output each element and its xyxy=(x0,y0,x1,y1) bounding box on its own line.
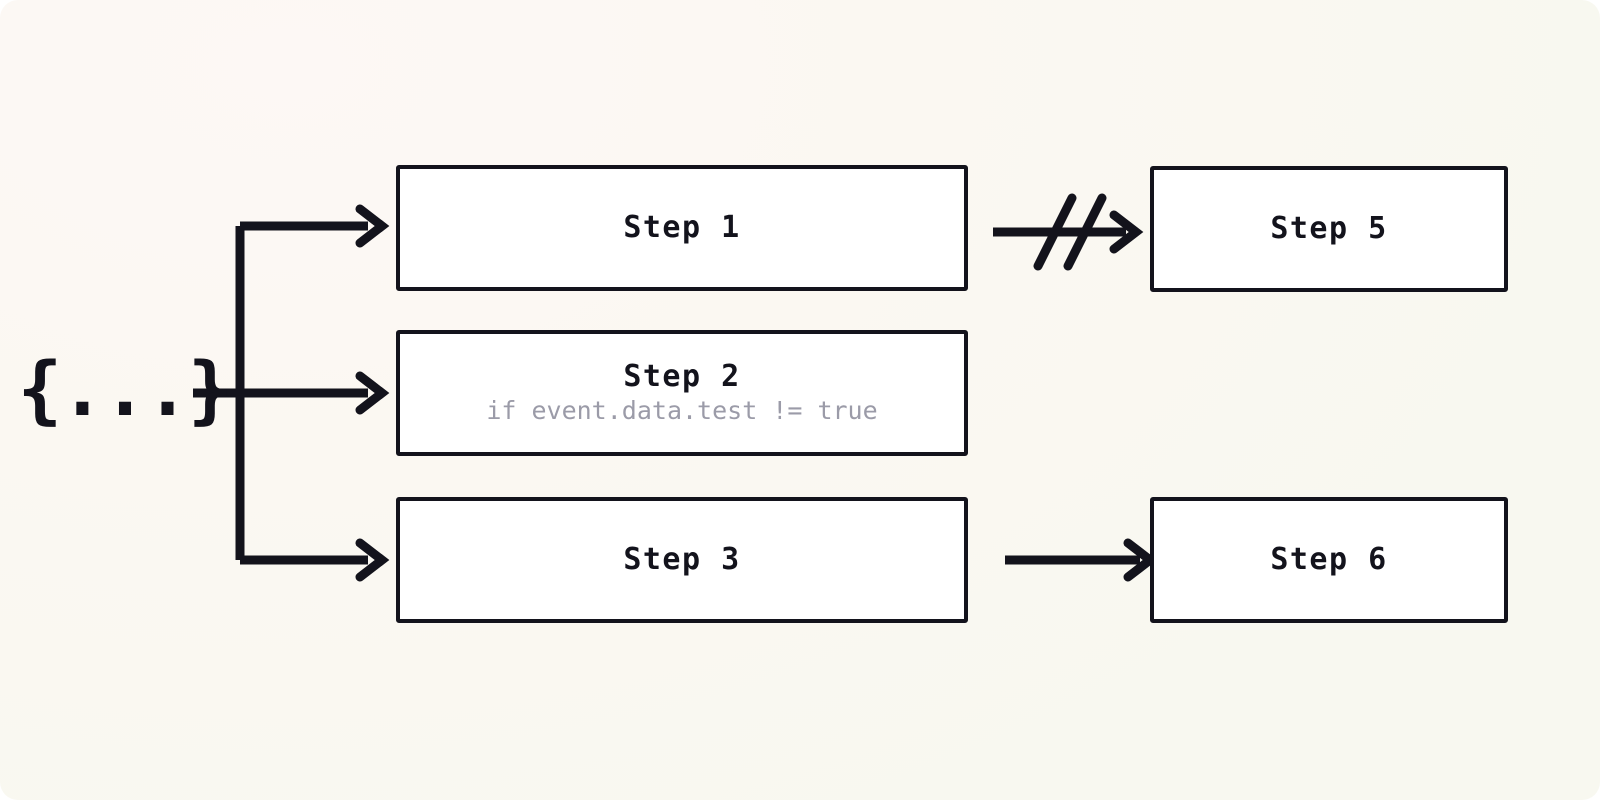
node-step2-label: Step 2 xyxy=(623,358,741,394)
node-step1-label: Step 1 xyxy=(623,209,741,245)
arrowhead-step1 xyxy=(360,209,382,243)
node-step6-label: Step 6 xyxy=(1270,541,1388,577)
event-payload-braces-icon: {...} xyxy=(17,347,233,433)
arrowhead-step6 xyxy=(1128,543,1150,577)
node-step3[interactable]: Step 3 xyxy=(396,497,968,623)
edge-break-slash-2 xyxy=(1063,193,1107,271)
node-step5-label: Step 5 xyxy=(1270,210,1388,246)
node-step3-label: Step 3 xyxy=(623,541,741,577)
arrowhead-step2 xyxy=(360,376,382,410)
edge-break-slash-1 xyxy=(1033,193,1077,271)
trigger-event-payload[interactable]: {...} xyxy=(18,330,233,450)
arrowhead-step3 xyxy=(360,543,382,577)
node-step1[interactable]: Step 1 xyxy=(396,165,968,291)
node-step2[interactable]: Step 2 if event.data.test != true xyxy=(396,330,968,456)
node-step5[interactable]: Step 5 xyxy=(1150,166,1508,292)
node-step6[interactable]: Step 6 xyxy=(1150,497,1508,623)
arrowhead-step5 xyxy=(1114,215,1136,249)
node-step2-condition: if event.data.test != true xyxy=(486,396,878,426)
